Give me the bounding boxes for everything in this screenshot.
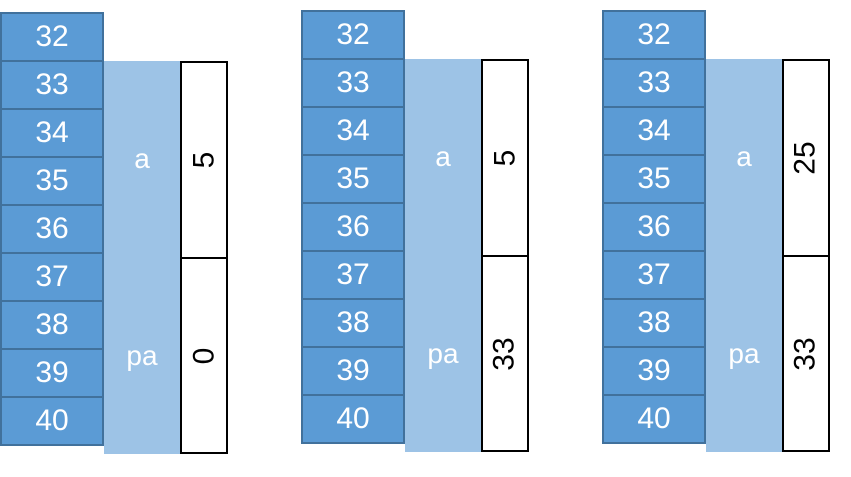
address-cell: 38	[301, 298, 405, 348]
variable-a-block: a	[405, 59, 481, 255]
address-cell: 33	[0, 60, 104, 110]
address-cell: 34	[0, 108, 104, 158]
address-cell: 38	[0, 300, 104, 350]
value-a-box: 5	[180, 61, 228, 259]
address-column: 32 33 34 35 36 37 38 39 40	[301, 10, 405, 444]
address-cell: 39	[0, 348, 104, 398]
address-cell: 35	[0, 156, 104, 206]
address-cell: 40	[0, 396, 104, 446]
memory-panel-1: 32 33 34 35 36 37 38 39 40 a pa 5 0	[0, 12, 228, 455]
address-cell: 32	[602, 10, 706, 60]
variable-pa-block: pa	[706, 255, 782, 452]
address-cell: 35	[602, 154, 706, 204]
value-pa-box: 33	[481, 255, 529, 452]
memory-panel-2: 32 33 34 35 36 37 38 39 40 a pa 5 33	[301, 10, 529, 453]
value-pa-text: 33	[789, 336, 822, 371]
address-cell: 33	[301, 58, 405, 108]
variable-pa-block: pa	[104, 257, 180, 454]
address-cell: 37	[301, 250, 405, 300]
address-cell: 32	[0, 12, 104, 62]
value-a-box: 25	[782, 59, 830, 257]
address-cell: 40	[602, 394, 706, 444]
address-cell: 36	[301, 202, 405, 252]
address-cell: 33	[602, 58, 706, 108]
address-cell: 37	[602, 250, 706, 300]
value-a-text: 25	[789, 141, 822, 175]
address-cell: 34	[301, 106, 405, 156]
address-cell: 36	[0, 204, 104, 254]
address-cell: 37	[0, 252, 104, 302]
value-a-text: 5	[187, 151, 220, 169]
value-a-text: 5	[488, 149, 521, 167]
address-cell: 39	[301, 346, 405, 396]
address-column: 32 33 34 35 36 37 38 39 40	[0, 12, 104, 446]
memory-panel-3: 32 33 34 35 36 37 38 39 40 a pa 25 33	[602, 10, 830, 453]
address-cell: 40	[301, 394, 405, 444]
address-cell: 35	[301, 154, 405, 204]
variable-a-block: a	[104, 61, 180, 257]
address-cell: 39	[602, 346, 706, 396]
value-pa-text: 33	[488, 336, 521, 371]
address-column: 32 33 34 35 36 37 38 39 40	[602, 10, 706, 444]
variable-pa-block: pa	[405, 255, 481, 452]
value-a-box: 5	[481, 59, 529, 257]
address-cell: 34	[602, 106, 706, 156]
address-cell: 38	[602, 298, 706, 348]
value-pa-box: 0	[180, 257, 228, 454]
address-cell: 36	[602, 202, 706, 252]
value-pa-text: 0	[187, 347, 220, 364]
variable-a-block: a	[706, 59, 782, 255]
value-pa-box: 33	[782, 255, 830, 452]
address-cell: 32	[301, 10, 405, 60]
